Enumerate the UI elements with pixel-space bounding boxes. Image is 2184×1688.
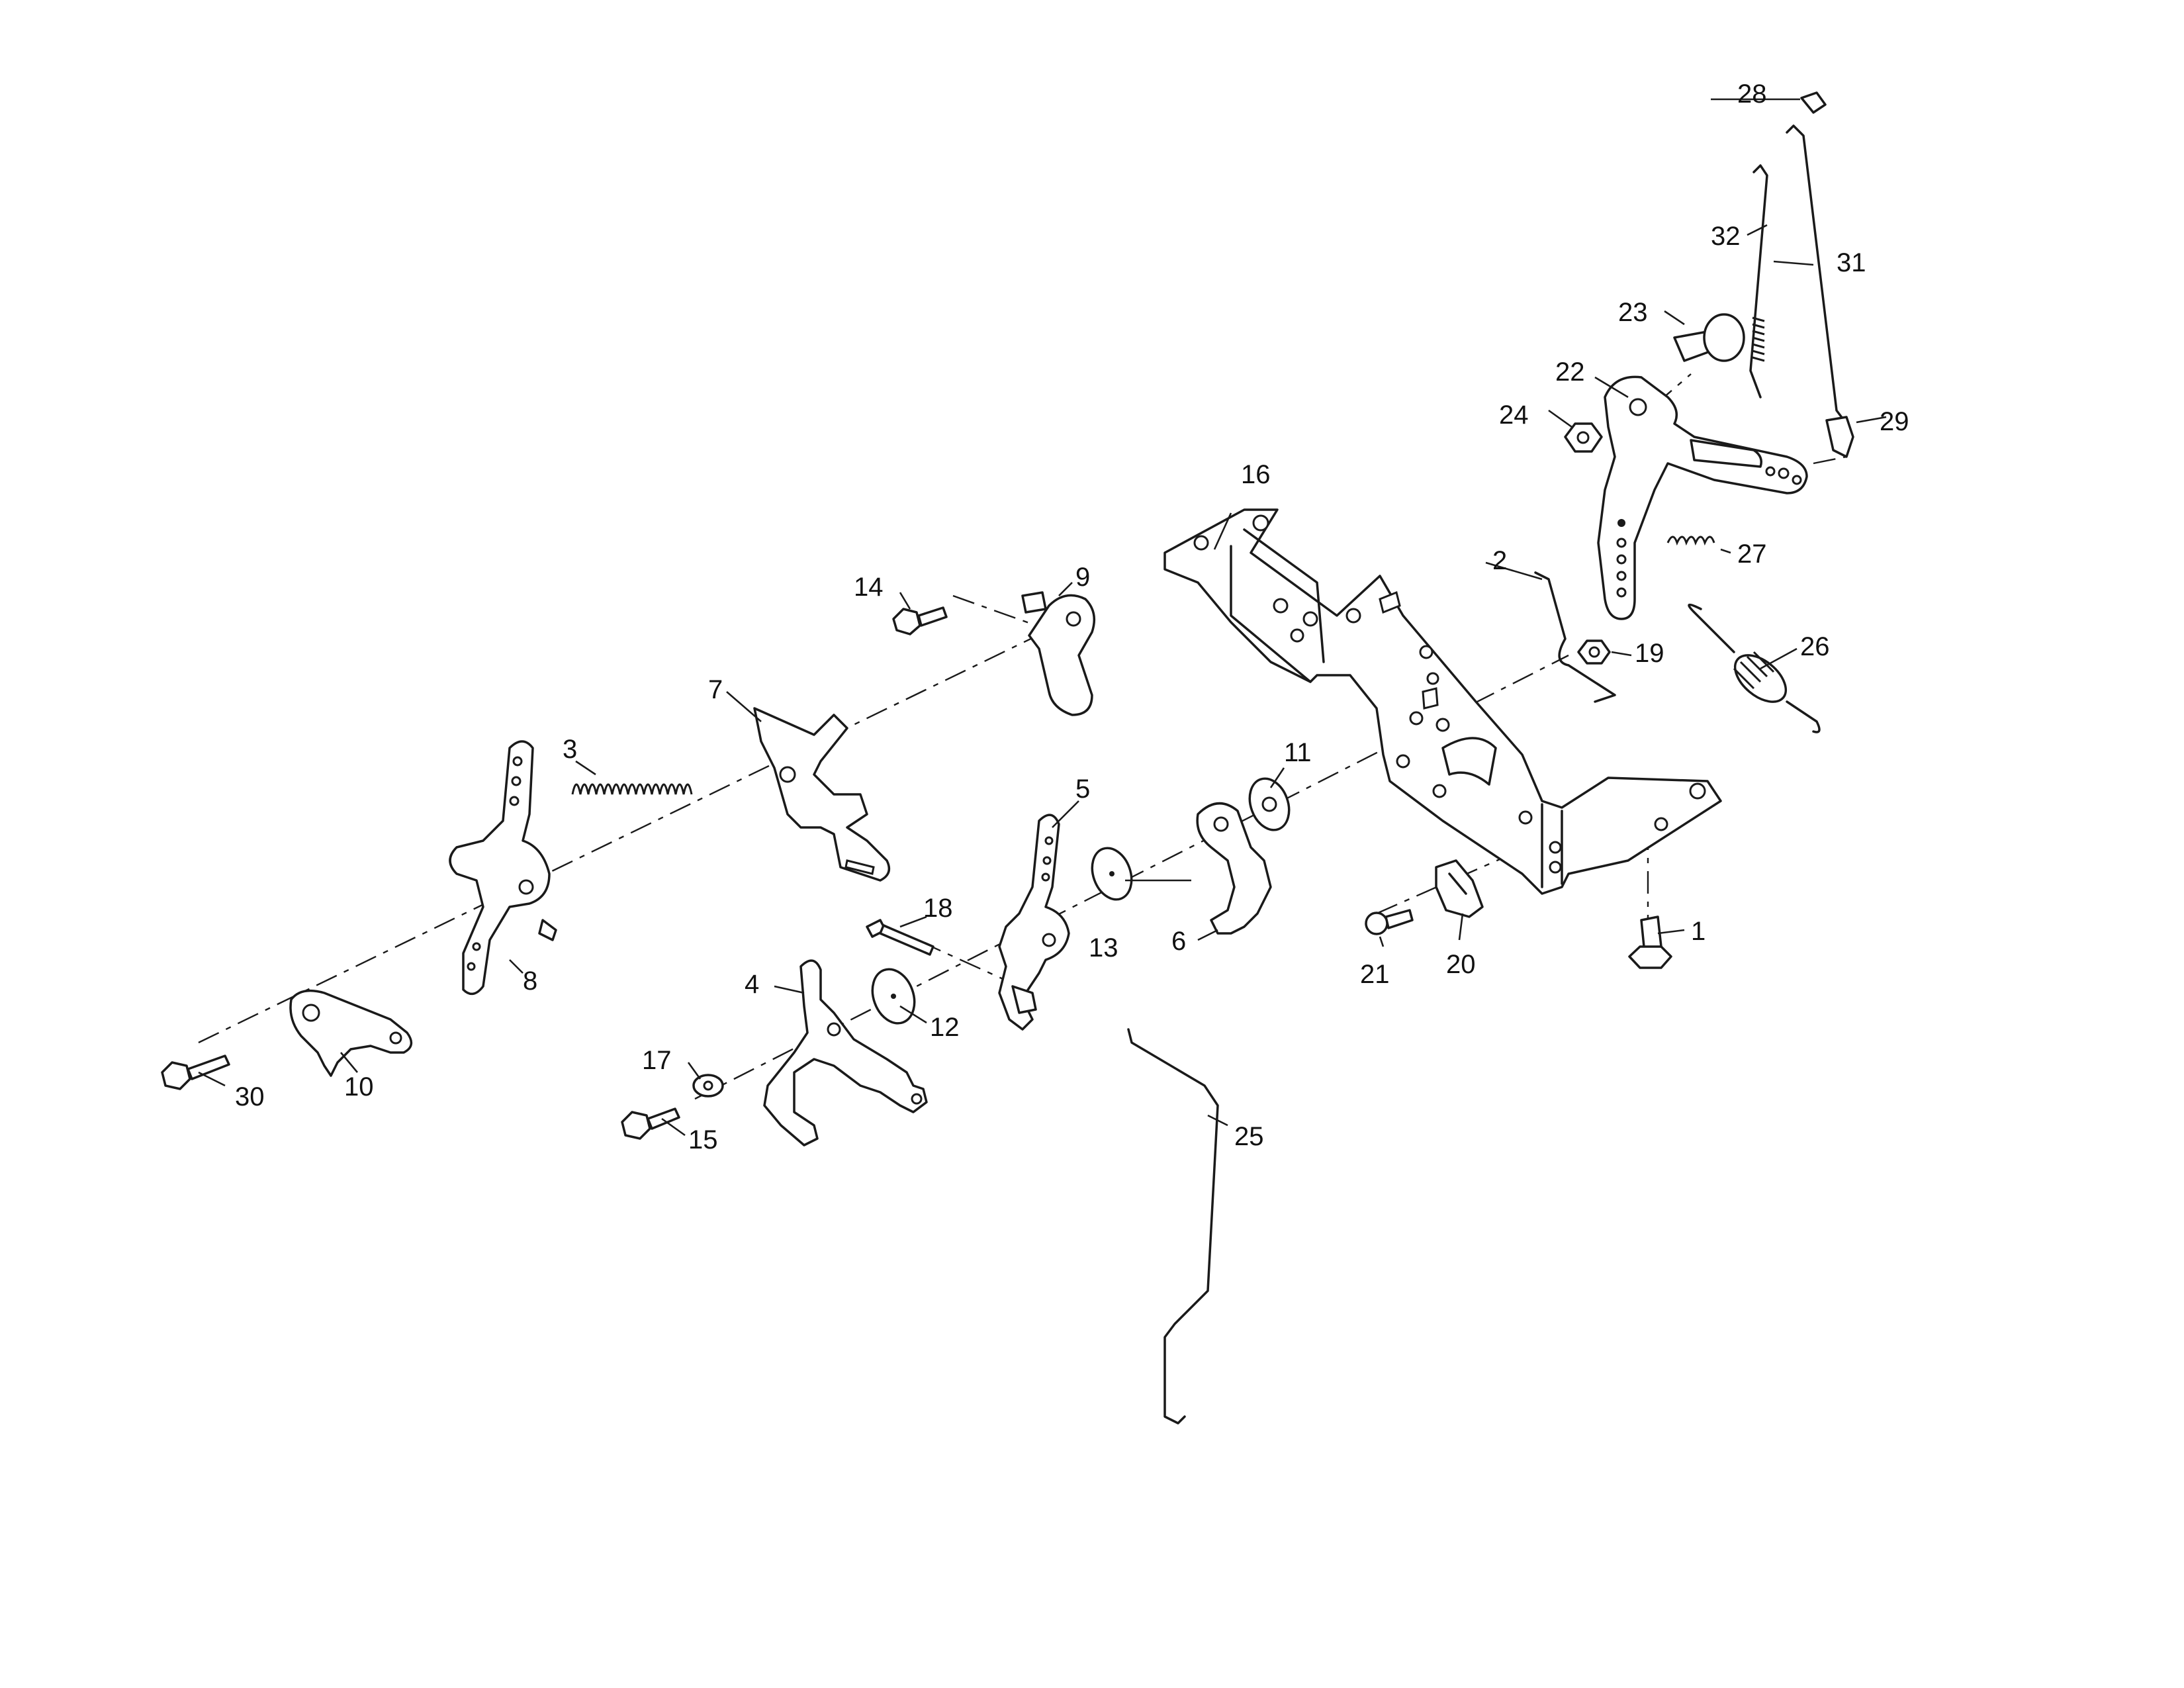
- part-12-washer: [871, 968, 916, 1025]
- part-14-bolt: [892, 606, 948, 635]
- part-2-wire-spring: [1534, 571, 1616, 703]
- part-20-clip: [1435, 859, 1484, 918]
- callout-19: 19: [1635, 639, 1664, 668]
- callout-27: 27: [1737, 539, 1767, 569]
- callout-5: 5: [1075, 774, 1090, 804]
- part-30-bolt: [161, 1055, 230, 1090]
- part-21-screw: [1365, 909, 1414, 935]
- part-7-bracket: [753, 707, 891, 882]
- part-31-control-rod: [1786, 124, 1848, 425]
- part-17-washer: [692, 1074, 724, 1098]
- callout-18: 18: [923, 894, 953, 923]
- callout-12: 12: [930, 1013, 960, 1042]
- callout-1: 1: [1691, 917, 1706, 946]
- callout-32: 32: [1711, 222, 1741, 251]
- callout-22: 22: [1555, 357, 1585, 387]
- part-24-nut: [1564, 422, 1603, 453]
- part-1-bolt: [1628, 915, 1672, 969]
- part-26-spring: [1688, 603, 1821, 733]
- callout-9: 9: [1075, 563, 1090, 592]
- callout-7: 7: [708, 675, 723, 704]
- callout-13: 13: [1089, 933, 1118, 962]
- callout-10: 10: [344, 1072, 374, 1102]
- part-6-lever: [1196, 802, 1272, 935]
- callout-2: 2: [1492, 546, 1507, 575]
- part-15-bolt: [621, 1107, 680, 1140]
- callout-16: 16: [1241, 460, 1271, 489]
- part-9-lever: [1021, 591, 1096, 716]
- callout-leaders: [198, 98, 1887, 1137]
- callout-3: 3: [563, 735, 577, 764]
- callout-26: 26: [1800, 632, 1830, 661]
- callout-14: 14: [854, 573, 884, 602]
- part-3-spring: [571, 783, 693, 795]
- callout-labels: 1 2 3 4 5 6 7 8 9 10 11 12 13 14 15 16 1…: [235, 79, 1909, 1154]
- part-8-lever: [449, 740, 557, 996]
- part-19-nut: [1577, 639, 1611, 665]
- part-18-pin: [866, 919, 934, 956]
- callout-29: 29: [1880, 407, 1909, 436]
- callout-11: 11: [1284, 738, 1312, 767]
- callout-28: 28: [1737, 79, 1767, 109]
- callout-6: 6: [1171, 927, 1186, 956]
- callout-17: 17: [642, 1046, 672, 1075]
- part-27-spring: [1666, 536, 1715, 546]
- part-23-knob: [1673, 313, 1745, 362]
- callout-24: 24: [1499, 400, 1529, 430]
- part-22-control-lever: [1597, 375, 1808, 620]
- callout-20: 20: [1446, 950, 1476, 979]
- part-16-mounting-bracket: [1163, 508, 1722, 895]
- callout-23: 23: [1618, 298, 1648, 327]
- callout-25: 25: [1234, 1122, 1264, 1151]
- callout-21: 21: [1360, 960, 1390, 989]
- callout-4: 4: [745, 970, 759, 999]
- callout-15: 15: [688, 1125, 718, 1154]
- callout-31: 31: [1837, 248, 1866, 277]
- part-10-plate: [289, 989, 413, 1077]
- part-13-washer: [1091, 847, 1133, 901]
- callout-8: 8: [523, 966, 537, 996]
- part-28-clip: [1800, 91, 1827, 114]
- part-25-link-rod: [1127, 1028, 1219, 1425]
- part-4-bracket: [763, 959, 928, 1147]
- part-32-spring-rod: [1749, 164, 1768, 399]
- part-11-washer: [1248, 777, 1291, 831]
- part-5-lever: [998, 814, 1070, 1031]
- part-29-clip: [1825, 416, 1854, 458]
- callout-30: 30: [235, 1082, 265, 1111]
